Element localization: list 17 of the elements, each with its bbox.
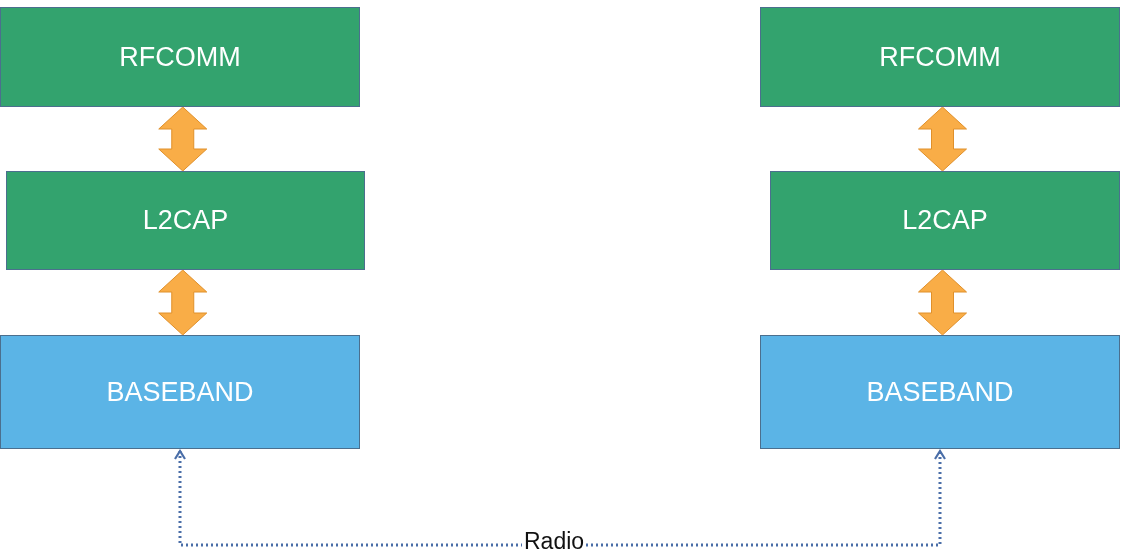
layer-name: BASEBAND bbox=[106, 376, 254, 408]
layer-box bbox=[6, 171, 365, 270]
layer-name: RFCOMM bbox=[879, 41, 1001, 73]
layer-box bbox=[0, 7, 360, 107]
layer-name: L2CAP bbox=[902, 205, 988, 236]
layer-box bbox=[770, 171, 1120, 270]
layer-name: BASEBAND bbox=[866, 376, 1014, 408]
dotted-arrow bbox=[173, 449, 947, 547]
layer-box bbox=[760, 335, 1120, 449]
layer-name: RFCOMM bbox=[119, 41, 241, 73]
double-arrow bbox=[158, 106, 208, 172]
layer-box bbox=[760, 7, 1120, 107]
double-arrow bbox=[918, 106, 967, 172]
double-arrow bbox=[158, 269, 208, 336]
double-arrow bbox=[918, 269, 967, 336]
layer-name: L2CAP bbox=[142, 205, 229, 236]
layer-box bbox=[0, 335, 360, 449]
